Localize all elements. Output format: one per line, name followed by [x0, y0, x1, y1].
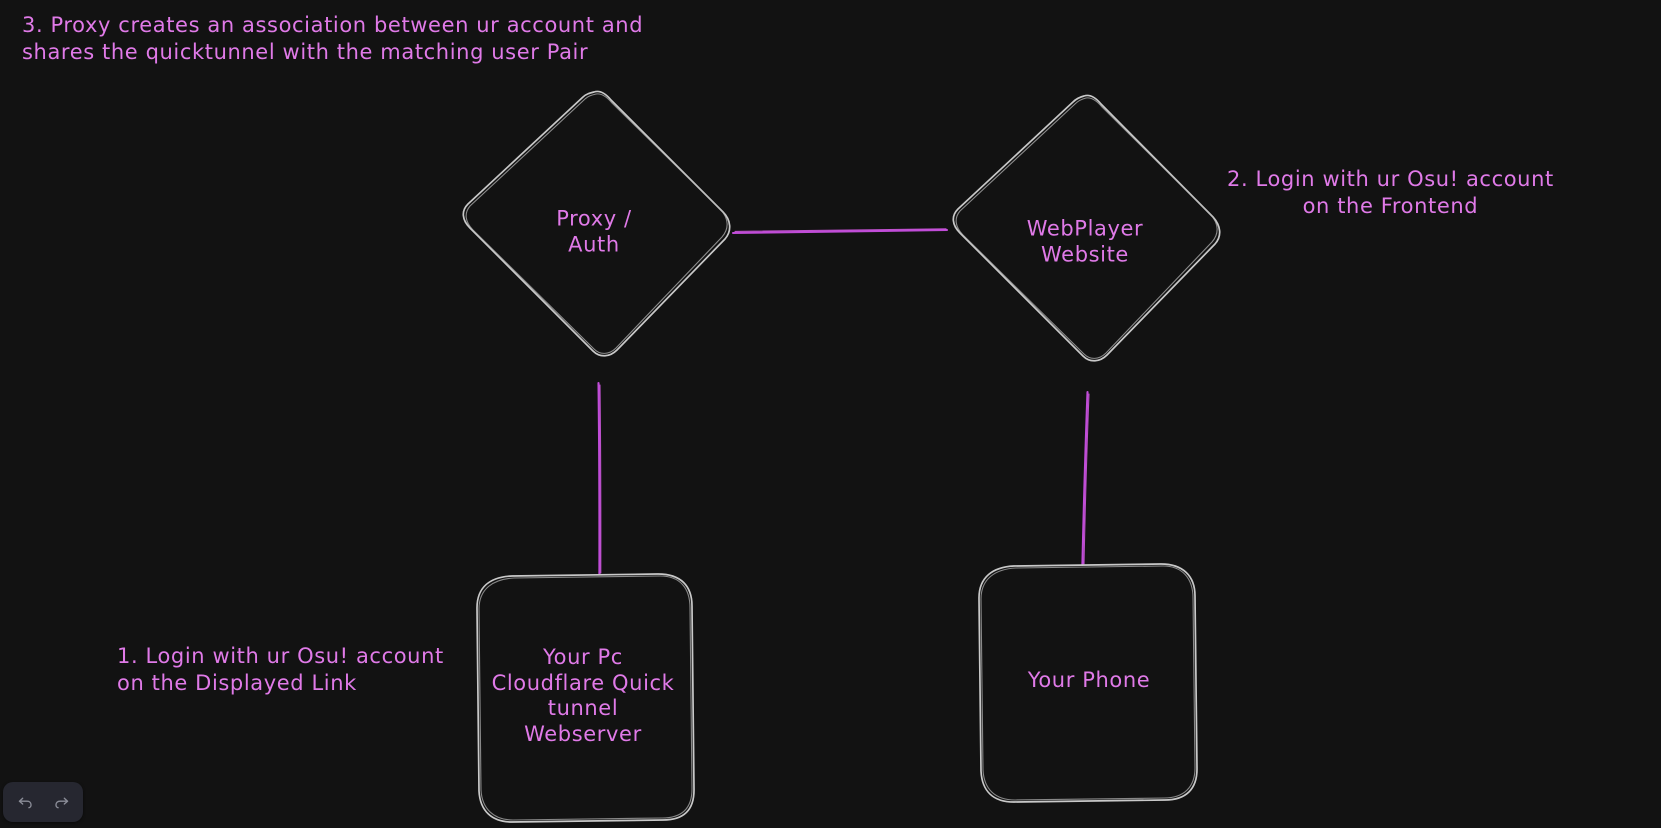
undo-button[interactable] — [9, 789, 41, 815]
connector-proxy-to-your-pc[interactable] — [597, 381, 602, 576]
redo-button[interactable] — [45, 789, 77, 815]
node-label-webplayer-website[interactable]: WebPlayer Website — [1026, 216, 1144, 266]
annotation-step-3[interactable]: 3. Proxy creates an association between … — [22, 13, 644, 65]
node-label-proxy-auth[interactable]: Proxy / Auth — [556, 206, 632, 256]
connector-webplayer-to-your-phone[interactable] — [1081, 390, 1090, 567]
annotation-step-1[interactable]: 1. Login with ur Osu! account on the Dis… — [117, 644, 444, 696]
annotation-step-2[interactable]: 2. Login with ur Osu! account on the Fro… — [1227, 167, 1554, 219]
redo-icon — [53, 794, 70, 811]
node-label-your-pc[interactable]: Your Pc Cloudflare Quick tunnel Webserve… — [491, 644, 675, 746]
history-toolbar[interactable] — [3, 782, 83, 822]
node-label-your-phone[interactable]: Your Phone — [1027, 668, 1151, 693]
undo-icon — [17, 794, 34, 811]
connector-proxy-to-webplayer[interactable] — [731, 228, 949, 235]
